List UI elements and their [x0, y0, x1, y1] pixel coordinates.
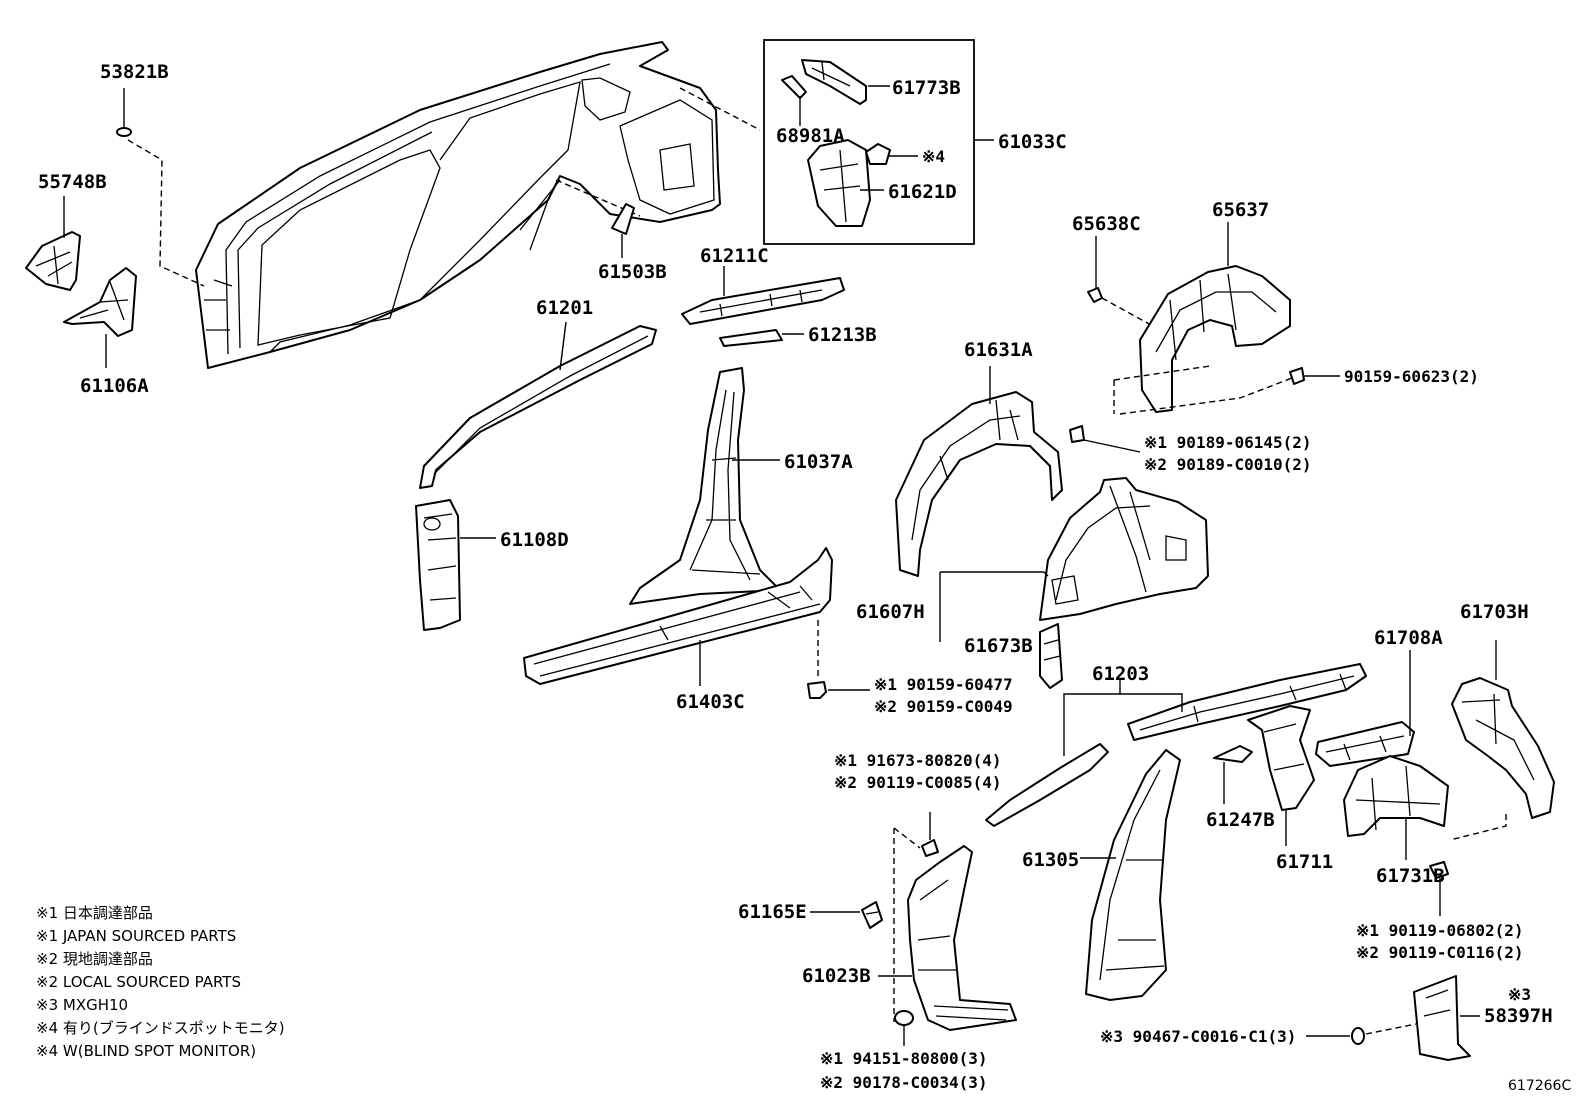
label-61213B: 61213B	[808, 324, 877, 346]
part-61203-roof-side-inner	[985, 663, 1367, 827]
part-61023B-rocker-inner	[878, 845, 1017, 1031]
label-65638C: 65638C	[1072, 213, 1141, 235]
label-90467-C0016-C1: ※3 90467-C0016-C1(3)	[1100, 1027, 1296, 1046]
label-68981A: 68981A	[776, 125, 845, 147]
legend-line: ※1 JAPAN SOURCED PARTS	[36, 927, 236, 945]
label-90159-C0049: ※2 90159-C0049	[874, 697, 1013, 716]
bolt-90159	[807, 681, 870, 699]
part-61247B-bracket	[1213, 745, 1253, 804]
label-58397H: 58397H	[1484, 1005, 1553, 1027]
label-61201: 61201	[536, 297, 593, 319]
legend-notes: ※1 日本調達部品 ※1 JAPAN SOURCED PARTS ※2 現地調達…	[36, 904, 285, 1060]
part-61731B-extension	[1343, 755, 1449, 860]
label-90178-C0034: ※2 90178-C0034(3)	[820, 1073, 988, 1092]
part-group-61033C-box	[763, 39, 994, 245]
part-61708A-reinforcement	[1315, 650, 1415, 767]
label-90189-06145: ※1 90189-06145(2)	[1144, 433, 1312, 452]
label-61023B: 61023B	[802, 965, 871, 987]
bolt-90159-60623	[1289, 367, 1340, 385]
label-94151-80800: ※1 94151-80800(3)	[820, 1049, 988, 1068]
label-61108D: 61108D	[500, 529, 569, 551]
part-61213B-reinforcement	[719, 329, 804, 347]
body-side-outer-panel	[195, 41, 721, 369]
part-61037A-center-pillar	[629, 367, 781, 605]
label-61033C: 61033C	[998, 131, 1067, 153]
part-61703H-quarter-extension	[1451, 640, 1555, 819]
part-61503B-bracket	[611, 203, 635, 258]
bolt-94151	[894, 1010, 914, 1046]
label-61673B: 61673B	[964, 635, 1033, 657]
part-61673B-bracket	[1039, 623, 1063, 689]
label-61503B: 61503B	[598, 261, 667, 283]
part-61403C-rocker-panel	[523, 547, 833, 686]
label-61305: 61305	[1022, 849, 1079, 871]
illustration-code: 617266C	[1508, 1078, 1571, 1094]
legend-line: ※1 日本調達部品	[36, 904, 153, 922]
part-61201-roof-rail	[419, 321, 657, 489]
part-61108D-front-pillar	[415, 499, 496, 631]
part-61211C-rail	[681, 266, 845, 325]
label-61403C: 61403C	[676, 691, 745, 713]
label-90119-C0116: ※2 90119-C0116(2)	[1356, 943, 1524, 962]
label-53821B: 53821B	[100, 61, 169, 83]
label-91673-80820: ※1 91673-80820(4)	[834, 751, 1002, 770]
part-65638C-clip	[1087, 236, 1161, 331]
legend-line: ※4 有り(ブラインドスポットモニタ)	[36, 1019, 285, 1037]
label-61631A: 61631A	[964, 339, 1033, 361]
label-61711: 61711	[1276, 851, 1333, 873]
label-90159-60477: ※1 90159-60477	[874, 675, 1013, 694]
label-90119-06802: ※1 90119-06802(2)	[1356, 921, 1524, 940]
label-61247B: 61247B	[1206, 809, 1275, 831]
label-note4-box: ※4	[922, 147, 945, 166]
label-61621D: 61621D	[888, 181, 957, 203]
bolt-90119	[1429, 861, 1449, 916]
label-61773B: 61773B	[892, 77, 961, 99]
legend-line: ※4 W(BLIND SPOT MONITOR)	[36, 1042, 256, 1060]
label-note3-58397H: ※3	[1508, 985, 1531, 1004]
label-61037A: 61037A	[784, 451, 853, 473]
label-61708A: 61708A	[1374, 627, 1443, 649]
label-61106A: 61106A	[80, 375, 149, 397]
part-53821B-clip	[116, 88, 132, 137]
part-61631A-wheelhouse-outer	[895, 366, 1063, 577]
label-61211C: 61211C	[700, 245, 769, 267]
part-61305-quarter-pillar	[1080, 749, 1181, 1001]
bolt-90189	[1069, 425, 1141, 453]
label-90119-C0085: ※2 90119-C0085(4)	[834, 773, 1002, 792]
label-55748B: 55748B	[38, 171, 107, 193]
bolt-90467	[1306, 1027, 1365, 1045]
part-65637-wheelhouse-liner	[1139, 222, 1291, 413]
part-61165E-bracket	[810, 901, 883, 929]
label-65637: 65637	[1212, 199, 1269, 221]
part-58397H-flap	[1365, 975, 1480, 1061]
label-90159-60623: 90159-60623(2)	[1344, 367, 1479, 386]
bolt-91673	[921, 812, 939, 857]
part-61711-panel	[1247, 705, 1315, 846]
label-90189-C0010: ※2 90189-C0010(2)	[1144, 455, 1312, 474]
label-61203: 61203	[1092, 663, 1149, 685]
label-61165E: 61165E	[738, 901, 807, 923]
legend-line: ※3 MXGH10	[36, 996, 128, 1014]
part-61607H-wheelhouse-inner	[1039, 477, 1209, 621]
part-55748B-bracket	[25, 196, 81, 291]
label-61607H: 61607H	[856, 601, 925, 623]
legend-line: ※2 現地調達部品	[36, 950, 153, 968]
legend-line: ※2 LOCAL SOURCED PARTS	[36, 973, 241, 991]
label-61731B: 61731B	[1376, 865, 1445, 887]
part-61106A-bracket	[63, 267, 137, 368]
label-61703H: 61703H	[1460, 601, 1529, 623]
